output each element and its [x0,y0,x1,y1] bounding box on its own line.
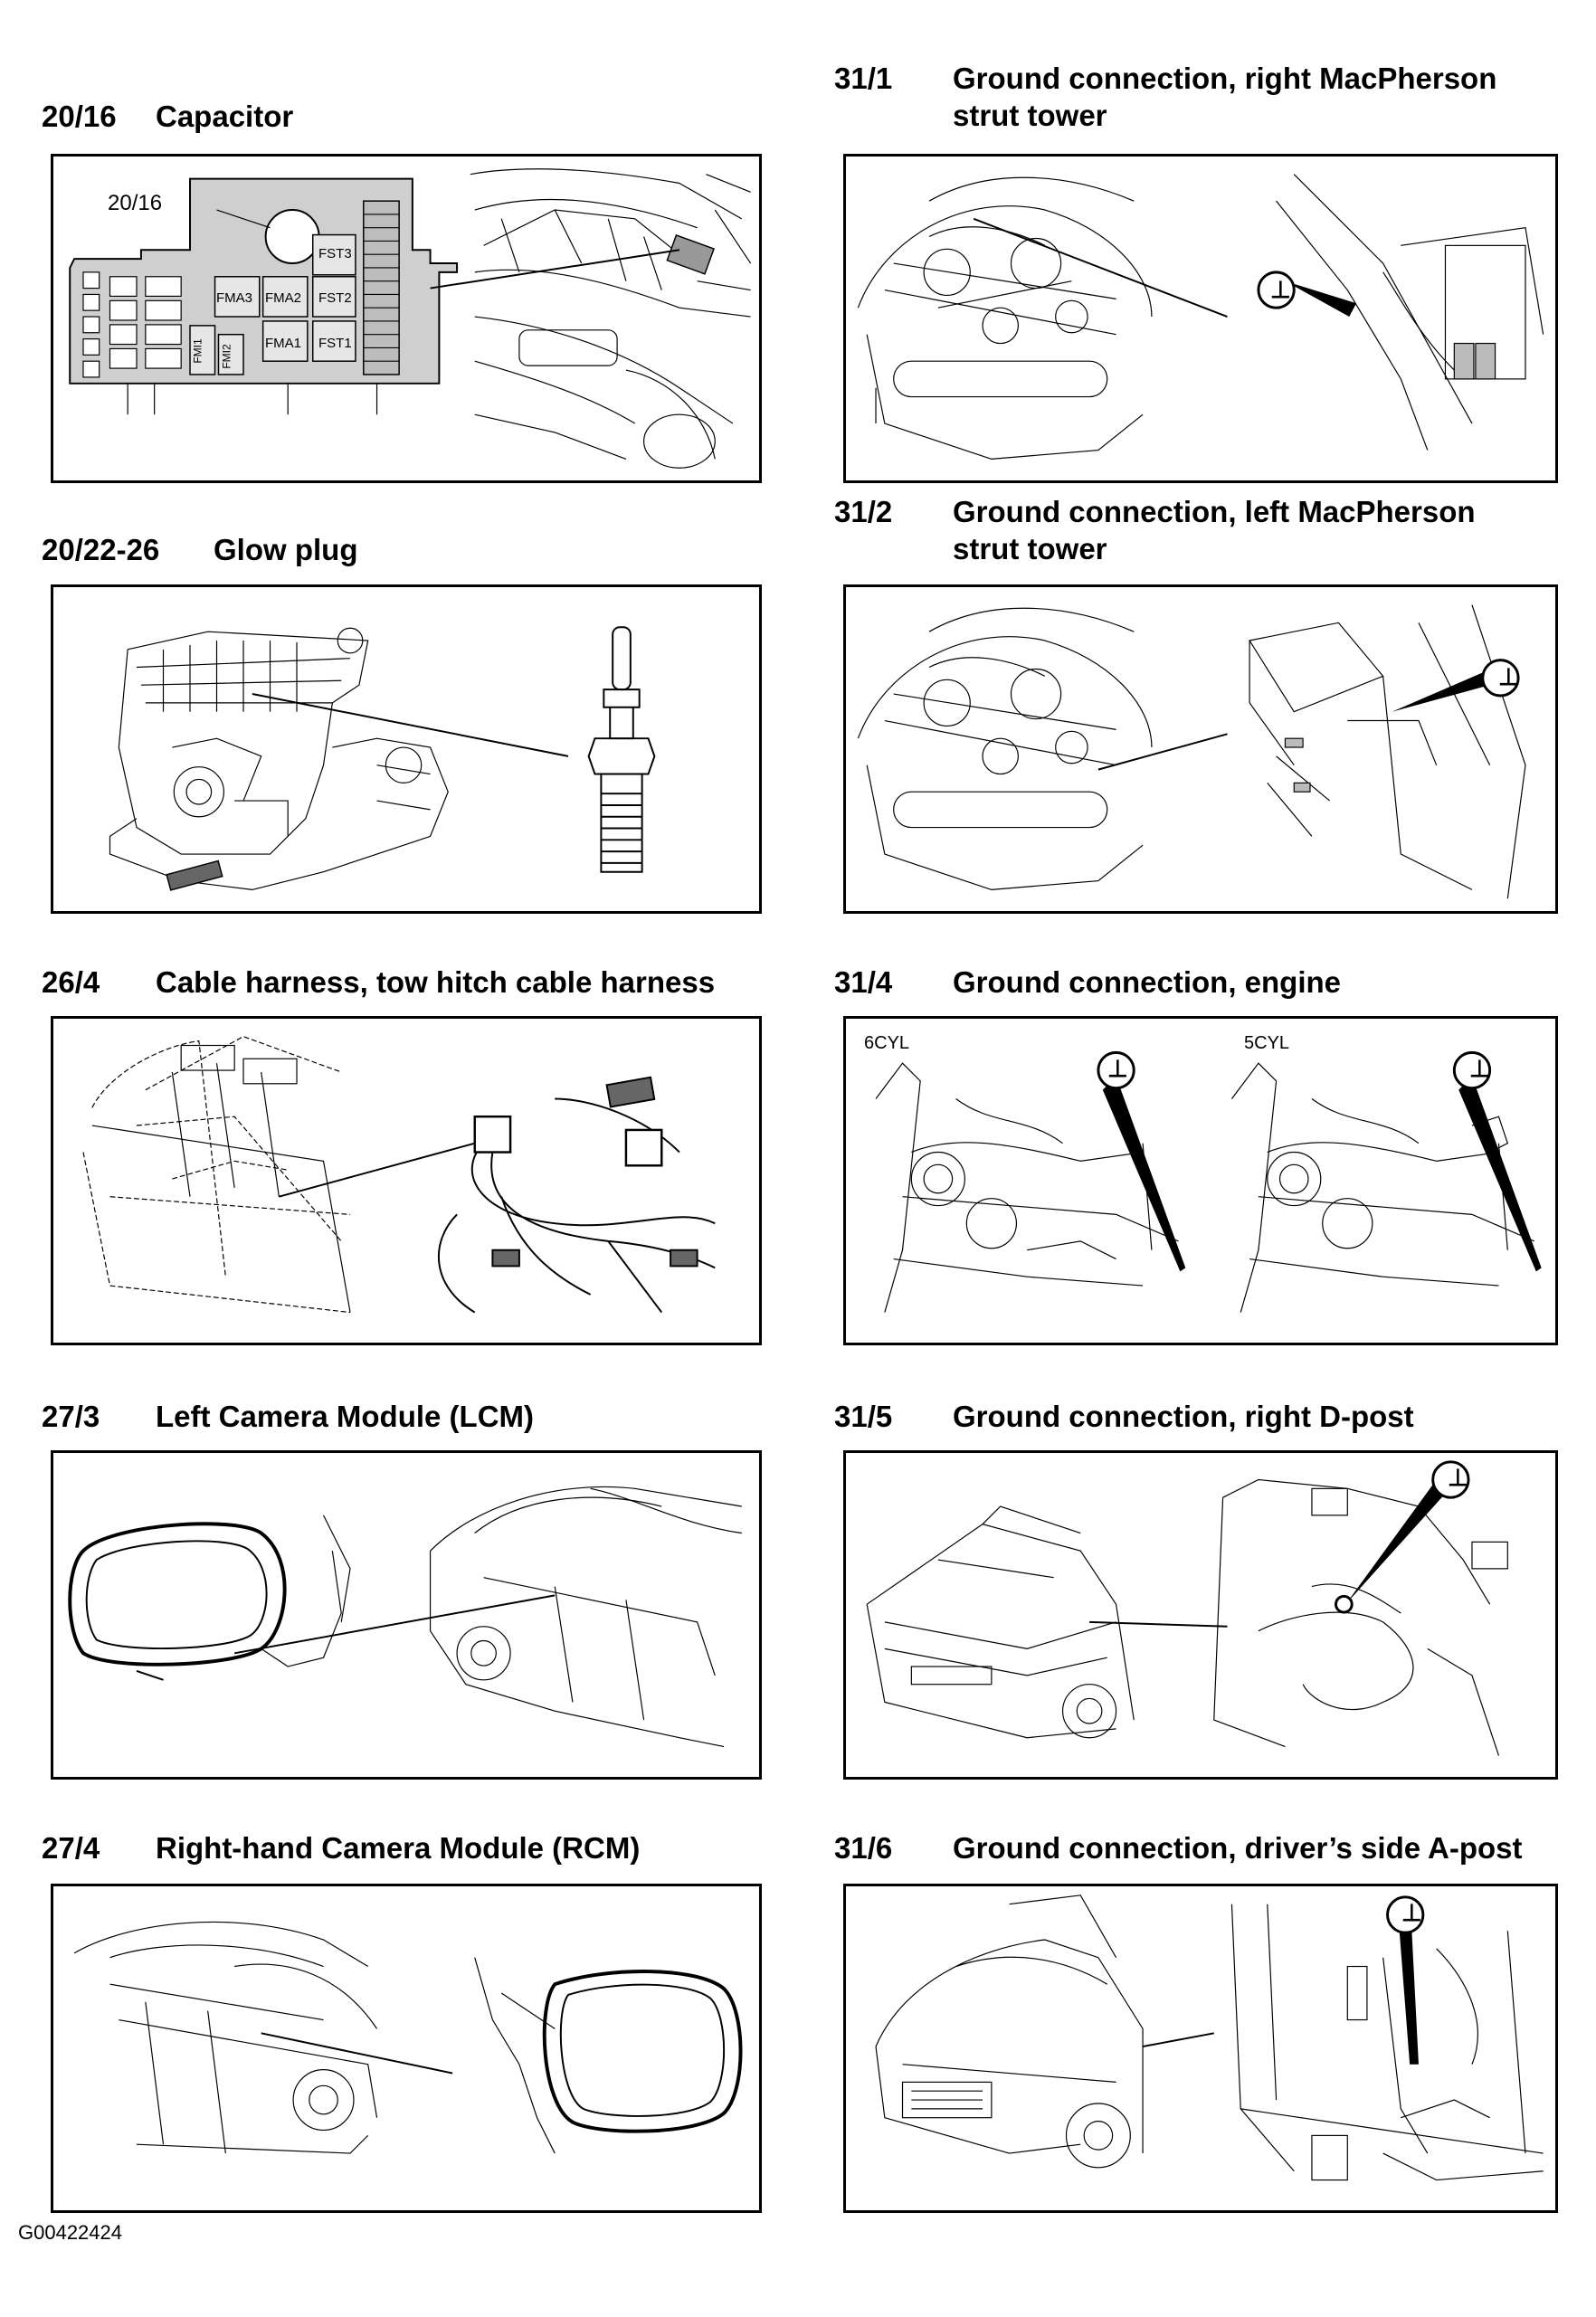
figure-ground-left-strut: ⊥ [843,584,1558,914]
caption-capacitor: 20/16 Capacitor [42,98,765,138]
figure-right-camera-module [51,1884,762,2213]
figure-cable-harness [51,1016,762,1345]
fuse-label: FST2 [318,290,352,306]
fuse-label: FMI2 [220,344,233,369]
item-title: Ground connection, driver’s side A-post [953,1831,1523,1865]
item-code: 27/4 [42,1831,100,1865]
item-code: 27/3 [42,1400,100,1433]
item-code: 20/16 [42,100,117,133]
figure-capacitor: 20/16 FST3 FMA3 FMA2 FST2 FMA1 FST1 FMI1… [51,154,762,483]
engine-bay-left-ground-drawing [857,604,1526,899]
item-title-line2: strut tower [953,532,1107,565]
item-title: Capacitor [156,100,294,133]
figure-ground-driver-a-post: ⊥ [843,1884,1558,2213]
car-front-and-a-post-drawing [875,1894,1544,2181]
caption-ground-engine: 31/4 Ground connection, engine [834,964,1585,1004]
mirror-and-car-side-drawing [68,1486,742,1748]
item-title-line1: Ground connection, left MacPherson [953,495,1476,528]
engine-bay-ground-point-drawing [857,174,1544,460]
caption-ground-right-d-post: 31/5 Ground connection, right D-post [834,1398,1585,1439]
engine-variant-label-6cyl: 6CYL [864,1033,910,1053]
caption-ground-right-strut: 31/1 Ground connection, right MacPherson… [834,60,1585,141]
item-title: Ground connection, right D-post [953,1400,1414,1433]
ground-symbol-icon: ⊥ [1469,1055,1490,1082]
caption-ground-driver-a-post: 31/6 Ground connection, driver’s side A-… [834,1829,1585,1870]
item-code: 31/4 [834,965,893,999]
ground-symbol-icon: ⊥ [1270,276,1291,303]
car-side-and-mirror-drawing [73,1921,743,2154]
fuse-label: FST1 [318,336,352,351]
item-code: 31/2 [834,495,893,528]
ground-symbol-icon: ⊥ [1448,1464,1468,1491]
item-code: 20/22-26 [42,533,160,566]
fuse-label: FMA1 [265,336,302,351]
fuse-label: FMI1 [191,338,204,364]
engine-ground-drawings [875,1050,1542,1313]
figure-left-camera-module [51,1450,762,1780]
caption-left-camera-module: 27/3 Left Camera Module (LCM) [42,1398,765,1439]
fuse-label: FMA2 [265,290,302,306]
trunk-and-harness-drawing [82,1036,716,1314]
ground-symbol-icon: ⊥ [1107,1055,1128,1082]
caption-cable-harness: 26/4 Cable harness, tow hitch cable harn… [42,964,765,1004]
item-code: 31/1 [834,62,893,95]
ground-symbol-icon: ⊥ [1498,663,1519,690]
item-title-line2: strut tower [953,99,1107,132]
caption-right-camera-module: 27/4 Right-hand Camera Module (RCM) [42,1829,765,1870]
item-title-line1: Ground connection, right MacPherson [953,62,1497,95]
engine-variant-label-5cyl: 5CYL [1244,1033,1290,1053]
item-title: Cable harness, tow hitch cable harness [156,965,716,999]
item-code: 31/6 [834,1831,893,1865]
car-rear-and-d-post-drawing [866,1460,1508,1756]
capacitor-inline-label: 20/16 [108,191,163,215]
caption-ground-left-strut: 31/2 Ground connection, left MacPherson … [834,493,1585,575]
engine-and-glow-plug-drawing [109,626,656,891]
item-code: 31/5 [834,1400,893,1433]
figure-ground-right-strut: ⊥ [843,154,1558,483]
item-title: Right-hand Camera Module (RCM) [156,1831,641,1865]
fuse-label: FST3 [318,246,352,261]
figure-id: G00422424 [18,2221,122,2244]
caption-glow-plug: 20/22-26 Glow plug [42,531,765,572]
figure-glow-plug [51,584,762,914]
item-title: Left Camera Module (LCM) [156,1400,535,1433]
item-title: Glow plug [214,533,358,566]
fuse-box-and-engine-bay-drawing [69,168,752,469]
figure-ground-right-d-post: ⊥ [843,1450,1558,1780]
item-title: Ground connection, engine [953,965,1341,999]
figure-ground-engine: 6CYL 5CYL ⊥ ⊥ [843,1016,1558,1345]
ground-symbol-icon: ⊥ [1401,1899,1422,1926]
fuse-label: FMA3 [216,290,253,306]
item-code: 26/4 [42,965,100,999]
